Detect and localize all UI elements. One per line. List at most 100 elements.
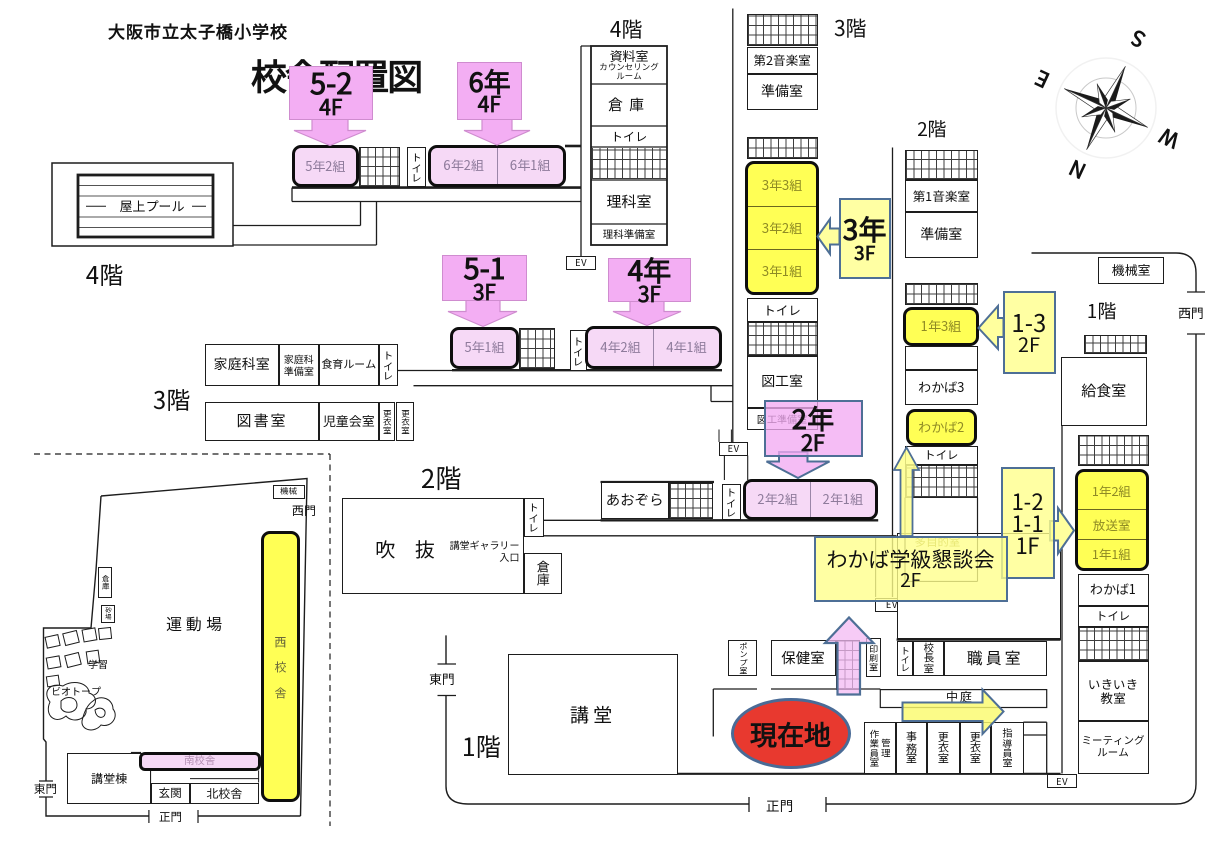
garden-plot xyxy=(97,626,113,641)
room-junbi-tower3: 準備室 xyxy=(746,74,818,110)
room-kateika-prep-line1: 家庭科 xyxy=(283,351,314,367)
room-ikiiki-line2: 教室 xyxy=(1100,687,1126,707)
floor3-wing-label: 3階 xyxy=(153,381,191,416)
room-shido: 指導員室 xyxy=(991,722,1024,774)
callout-6nen-line2: 4F xyxy=(477,89,502,119)
tower4-outline xyxy=(590,45,668,246)
room-grade4-class2: 4年2組 xyxy=(600,336,641,356)
tower2-lower-link xyxy=(904,497,979,533)
room-wakaba2: わかば2 xyxy=(906,408,977,446)
room-shokuin: 職員室 xyxy=(944,640,1047,676)
site1f-gate-ticks xyxy=(437,291,1205,812)
room-souko-wing2: 倉庫 xyxy=(523,552,562,594)
room-shiryo-counseling: 資料室 カウンセリング ルーム xyxy=(591,46,667,84)
biotope-blob xyxy=(46,682,96,721)
biotope-blob xyxy=(94,707,106,718)
room-pump: ポンプ室 xyxy=(728,640,757,676)
pool-lanes xyxy=(79,185,212,228)
callout-6nen: 6年 4F xyxy=(457,62,522,120)
callout-3nen-line1: 3年 xyxy=(842,209,887,249)
room-counseling-label2: ルーム xyxy=(616,70,642,83)
stairs-tower3-mid-icon xyxy=(746,136,818,159)
site-soko: 倉庫 xyxy=(98,566,112,598)
room-grade3-block: 3年3組 3年2組 3年1組 xyxy=(744,161,820,296)
room-counseling-label1: カウンセリング xyxy=(599,60,659,73)
site-building-links xyxy=(150,770,260,783)
nakaniwa-label: 中庭 xyxy=(946,688,975,705)
callout-wakaba-line2: 2F xyxy=(899,565,922,593)
room-kateika-prep: 家庭科 準備室 xyxy=(278,343,319,386)
room-fukinuke: 吹 抜 講堂ギャラリー 入口 xyxy=(342,497,524,594)
callout-1-2-line2: 1-1 xyxy=(1011,506,1044,539)
room-meeting: ミーティング ルーム xyxy=(1077,720,1149,774)
compass-ring xyxy=(1075,77,1137,139)
room-toilet-tower2: トイレ xyxy=(905,446,978,465)
room-rika-prep: 理科準備室 xyxy=(602,226,656,242)
compass-spike-light xyxy=(1105,107,1116,133)
room-wakaba3: わかば3 xyxy=(905,370,978,405)
school-name: 大阪市立太子橋小学校 xyxy=(108,18,288,43)
stairs-tower3-top-icon xyxy=(746,13,818,47)
stairs-tower1-top-icon xyxy=(1084,335,1147,354)
pool-deck-outline xyxy=(51,162,234,247)
callout-5-1: 5-1 3F xyxy=(442,246,527,307)
west-gate-site-label: 西門 xyxy=(292,502,317,519)
room-grade5-class2: 5年2組 xyxy=(292,145,359,187)
callout-4nen-line1: 4年 xyxy=(627,249,672,290)
garden-plot xyxy=(64,651,82,669)
room-grade1-class2: 1年2組 xyxy=(1092,480,1131,500)
callout-wakaba: わかば学級懇談会 2F xyxy=(813,536,1008,602)
floor1-tower-label: 1階 xyxy=(1087,297,1117,324)
room-grade4-block: 4年2組 4年1組 xyxy=(585,325,722,369)
room-shiryo-label: 資料室 xyxy=(609,45,649,65)
room-kanri-sagyoin: 作業員室 管理 xyxy=(864,722,896,774)
callout-5-1-line1: 5-1 xyxy=(463,246,506,288)
room-ikiiki-line1: いきいき xyxy=(1087,673,1138,693)
compass-s-label: S xyxy=(1126,23,1150,56)
floor2-wing-label: 2階 xyxy=(421,459,462,496)
stairs-tower1-low-icon xyxy=(1077,626,1149,661)
room-grade2-class2: 2年2組 xyxy=(757,488,798,508)
main-gate-site-label: 正門 xyxy=(159,809,182,825)
callout-5-2: 5-2 4F xyxy=(289,66,373,120)
compass-faint-ring xyxy=(1055,57,1157,159)
garden-plot xyxy=(45,674,61,688)
room-ikiiki: いきいき 教室 xyxy=(1077,660,1149,721)
stairs-wing4-icon xyxy=(358,147,400,187)
room-kyushoku: 給食室 xyxy=(1060,356,1147,426)
garden-plot xyxy=(45,655,62,670)
callout-2nen-line1: 2年 xyxy=(792,397,834,437)
room-grade6-block: 6年2組 6年1組 xyxy=(428,144,566,187)
stairs-wing2-icon xyxy=(669,483,713,519)
room-toilet-wing4: トイレ xyxy=(407,147,426,187)
room-jidokai: 児童会室 xyxy=(319,401,379,441)
room-hoken: 保健室 xyxy=(770,640,836,676)
compass-spike-dark xyxy=(1106,99,1131,110)
callout-5-1-line2: 3F xyxy=(472,277,497,307)
compass-spike xyxy=(1096,83,1108,109)
room-grade1-class3: 1年3組 xyxy=(903,306,979,346)
compass-spike-dark xyxy=(1097,83,1108,108)
room-junbi-tower2: 準備室 xyxy=(905,212,978,258)
compass-spike-light xyxy=(1096,83,1107,109)
callout-6nen-line1: 6年 xyxy=(468,61,511,100)
room-fukinuke-label: 吹 抜 xyxy=(375,533,435,563)
gakushu-label: 学習 xyxy=(88,656,108,671)
room-ongaku1: 第1音楽室 xyxy=(905,180,978,212)
east-gate-1f-label: 東門 xyxy=(429,669,456,688)
compass-spike xyxy=(1081,106,1107,118)
biotope-blob xyxy=(81,697,116,731)
callout-1-3-line2: 2F xyxy=(1017,329,1041,359)
compass-spike-light xyxy=(1081,107,1107,118)
stairs-tower2-mid-icon xyxy=(905,282,978,305)
compass-n-label: N xyxy=(1064,153,1090,187)
biotope-shapes xyxy=(46,682,116,731)
site-kitakosha: 北校舎 xyxy=(190,782,259,804)
sitemap-dashed-border xyxy=(34,453,331,826)
compass-rose-icon: N E S W xyxy=(1030,23,1184,187)
callout-4nen-line2: 3F xyxy=(637,278,662,309)
room-hoso: 放送室 xyxy=(1077,509,1146,538)
room-koui-c: 更衣室 xyxy=(927,722,960,774)
callout-5-2-line2: 4F xyxy=(319,92,343,122)
